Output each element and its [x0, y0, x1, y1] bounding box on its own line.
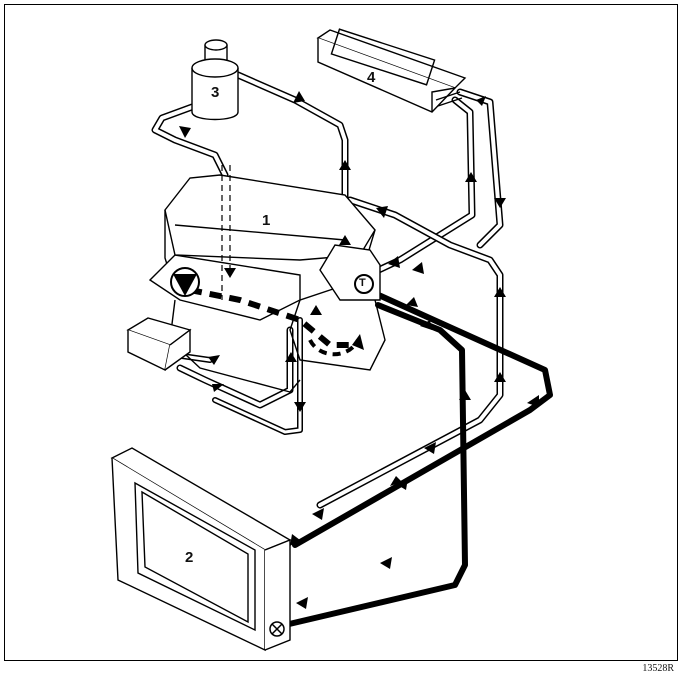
- label-thermostat: T: [359, 277, 366, 289]
- flow-arrow: [527, 395, 539, 407]
- flow-arrow: [494, 287, 506, 297]
- flow-arrow: [424, 442, 436, 454]
- flow-arrow: [380, 557, 392, 569]
- flow-arrow: [476, 96, 486, 106]
- flow-arrow: [339, 235, 351, 245]
- flow-arrow: [396, 478, 408, 490]
- flow-arrow: [376, 206, 388, 218]
- tank-vent-dashed: [221, 165, 231, 300]
- flow-arrow: [312, 508, 324, 520]
- expansion-tank: [191, 39, 239, 121]
- flow-arrow: [208, 355, 220, 365]
- flow-arrow: [412, 262, 424, 274]
- diagram-frame: [4, 4, 678, 661]
- flow-arrow: [310, 305, 322, 315]
- flow-arrow: [494, 198, 506, 208]
- flow-arrow: [465, 172, 477, 182]
- pump-icon: [170, 267, 200, 297]
- flow-arrows: [179, 91, 539, 609]
- flow-arrow: [179, 126, 191, 138]
- flow-arrow: [224, 268, 236, 278]
- flow-arrow: [339, 160, 351, 170]
- reference-code: 13528R: [642, 663, 674, 674]
- flow-arrow: [390, 476, 402, 486]
- label-radiator: 2: [185, 549, 194, 566]
- radiator: [110, 447, 292, 652]
- label-engine: 1: [262, 212, 271, 229]
- flow-arrow: [388, 256, 400, 268]
- heater-matrix: [316, 28, 467, 113]
- light-hoses: [151, 71, 504, 509]
- flow-arrow: [494, 372, 506, 382]
- valve-box: [126, 317, 192, 372]
- flow-arrow: [296, 597, 308, 609]
- pump-circulation: [170, 267, 364, 357]
- label-expansion-tank: 3: [211, 84, 220, 101]
- label-heater: 4: [367, 69, 376, 86]
- pump-flow-dashed: [189, 287, 355, 348]
- flow-arrow: [293, 91, 305, 103]
- flow-arrow: [212, 384, 224, 392]
- bleed-screw-icon: [269, 621, 285, 637]
- radiator-upper-hose: [292, 289, 553, 548]
- flow-arrow: [290, 534, 300, 546]
- flow-arrow: [285, 352, 297, 362]
- flow-arrow: [459, 390, 471, 400]
- flow-arrow: [294, 402, 306, 412]
- flow-arrow: [420, 320, 432, 330]
- thermostat-icon: [354, 274, 374, 294]
- flow-arrow: [406, 297, 418, 307]
